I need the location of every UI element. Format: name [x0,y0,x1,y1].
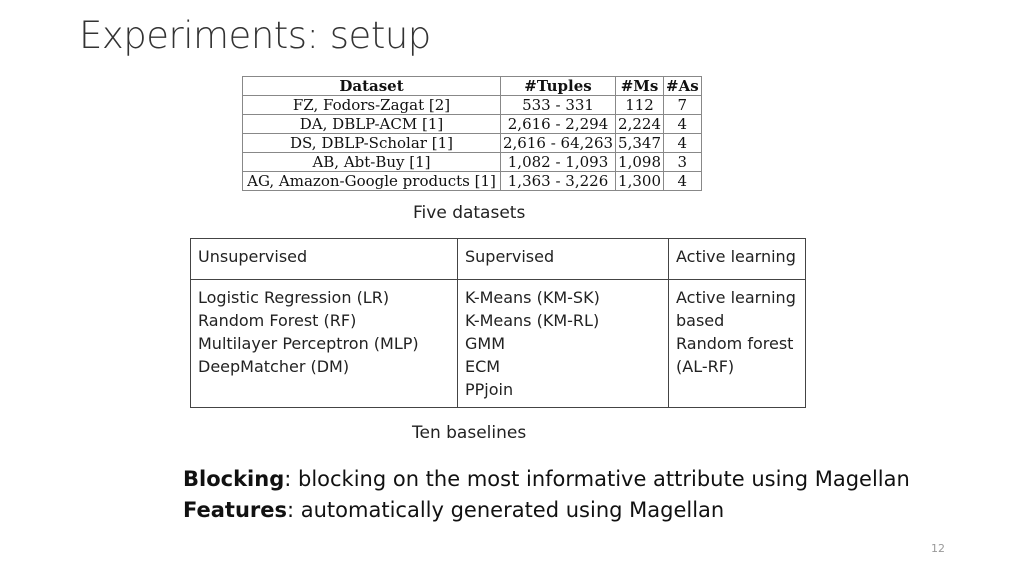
tuples-cell: 1,363 - 3,226 [499,171,617,191]
list-item: Multilayer Perceptron (MLP) [198,334,419,353]
matches-cell: 112 [615,95,664,115]
baselines-table: Unsupervised Supervised Active learning … [190,238,806,408]
list-item: Random forest [676,334,794,353]
datasets-caption: Five datasets [413,203,526,223]
list-item: Active learning [676,288,796,307]
active-learning-methods-cell: Active learning based Random forest (AL-… [668,279,806,408]
tuples-cell: 533 - 331 [499,95,617,115]
list-item: (AL-RF) [676,357,735,376]
list-item: K-Means (KM-RL) [465,311,600,330]
list-item: based [676,311,725,330]
datasets-header-dataset: Dataset [242,76,501,96]
blocking-note: Blocking: blocking on the most informati… [183,464,910,495]
matches-cell: 5,347 [615,133,664,153]
baselines-header-active-learning: Active learning [668,238,806,280]
matches-cell: 1,300 [615,171,664,191]
dataset-name-cell: DS, DBLP-Scholar [1] [242,133,501,153]
note-label: Blocking [183,467,285,491]
note-text: : blocking on the most informative attri… [284,467,910,491]
datasets-header-attributes: #As [663,76,702,96]
note-label: Features [183,498,287,522]
list-item: Logistic Regression (LR) [198,288,390,307]
list-item: K-Means (KM-SK) [465,288,600,307]
supervised-methods-cell: K-Means (KM-SK) K-Means (KM-RL) GMM ECM … [457,279,669,408]
dataset-name-cell: FZ, Fodors-Zagat [2] [242,95,501,115]
attributes-cell: 4 [663,114,702,134]
notes-block: Blocking: blocking on the most informati… [183,464,910,526]
dataset-name-cell: AB, Abt-Buy [1] [242,152,501,172]
list-item: ECM [465,357,501,376]
list-item: Random Forest (RF) [198,311,357,330]
table-row: Logistic Regression (LR) Random Forest (… [190,279,806,408]
features-note: Features: automatically generated using … [183,495,910,526]
table-row: AG, Amazon-Google products [1] 1,363 - 3… [242,171,702,191]
datasets-header-row: Dataset #Tuples #Ms #As [242,76,702,96]
baselines-caption: Ten baselines [412,423,527,443]
list-item: DeepMatcher (DM) [198,357,350,376]
list-item: GMM [465,334,506,353]
table-row: DS, DBLP-Scholar [1] 2,616 - 64,263 5,34… [242,133,702,153]
attributes-cell: 7 [663,95,702,115]
dataset-name-cell: DA, DBLP-ACM [1] [242,114,501,134]
matches-cell: 1,098 [615,152,664,172]
tuples-cell: 2,616 - 2,294 [499,114,617,134]
tuples-cell: 2,616 - 64,263 [499,133,617,153]
dataset-name-cell: AG, Amazon-Google products [1] [242,171,501,191]
tuples-cell: 1,082 - 1,093 [499,152,617,172]
list-item: PPjoin [465,380,514,399]
unsupervised-methods-cell: Logistic Regression (LR) Random Forest (… [190,279,458,408]
attributes-cell: 4 [663,133,702,153]
page-number: 12 [931,542,945,555]
baselines-header-row: Unsupervised Supervised Active learning [190,238,806,280]
note-text: : automatically generated using Magellan [287,498,725,522]
datasets-table: Dataset #Tuples #Ms #As FZ, Fodors-Zagat… [242,76,702,191]
attributes-cell: 4 [663,171,702,191]
baselines-header-supervised: Supervised [457,238,669,280]
attributes-cell: 3 [663,152,702,172]
table-row: FZ, Fodors-Zagat [2] 533 - 331 112 7 [242,95,702,115]
baselines-header-unsupervised: Unsupervised [190,238,458,280]
matches-cell: 2,224 [615,114,664,134]
datasets-header-tuples: #Tuples [499,76,617,96]
slide-title: Experiments: setup [79,14,431,57]
table-row: AB, Abt-Buy [1] 1,082 - 1,093 1,098 3 [242,152,702,172]
datasets-header-matches: #Ms [615,76,664,96]
table-row: DA, DBLP-ACM [1] 2,616 - 2,294 2,224 4 [242,114,702,134]
